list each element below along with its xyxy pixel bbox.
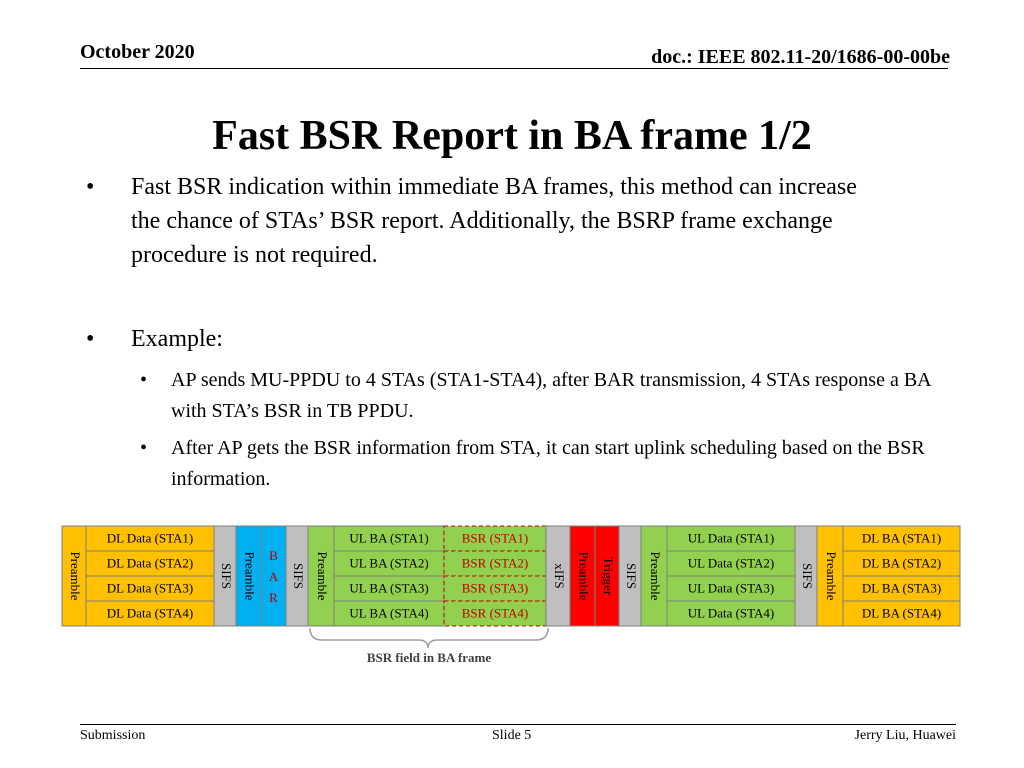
ul-ba-cell-label: UL BA (STA3) xyxy=(349,580,428,595)
dl-ba-cell xyxy=(842,600,961,627)
trigger-block-label: Trigger xyxy=(601,557,616,596)
bsr-cell-label: BSR (STA4) xyxy=(462,605,529,620)
dl-data-cell-label: DL Data (STA4) xyxy=(107,605,194,620)
dl-ba-cell-label: DL BA (STA2) xyxy=(862,555,941,570)
dl-data-cell-label: DL Data (STA1) xyxy=(107,530,194,545)
sifs-gap-label: SIFS xyxy=(291,563,306,589)
ul-ba-cell xyxy=(333,550,445,577)
trigger-block xyxy=(594,525,620,627)
bullet-marker: • xyxy=(86,326,95,352)
dl-data-cell xyxy=(85,575,215,602)
bullet-item: • Example: xyxy=(86,322,886,356)
ul-data-cell-label: UL Data (STA3) xyxy=(688,580,775,595)
bsr-cell xyxy=(443,575,547,602)
dl-ba-cell-label: DL BA (STA1) xyxy=(862,530,941,545)
dl-ba-cell xyxy=(842,525,961,552)
dl-data-cell xyxy=(85,525,215,552)
bar-block-label: A xyxy=(269,569,279,584)
dl-ba-cell-label: DL BA (STA3) xyxy=(862,580,941,595)
preamble-block xyxy=(569,525,596,627)
slide-title: Fast BSR Report in BA frame 1/2 xyxy=(212,113,812,159)
dl-ba-cell xyxy=(842,550,961,577)
ul-ba-cell-label: UL BA (STA2) xyxy=(349,555,428,570)
header-date: October 2020 xyxy=(80,41,195,63)
footer-author: Jerry Liu, Huawei xyxy=(854,728,956,743)
preamble-block xyxy=(235,525,262,627)
preamble-block-label: Preamble xyxy=(243,551,258,600)
footer-slide-number: Slide 5 xyxy=(492,728,532,743)
sub-bullet-item: • After AP gets the BSR information from… xyxy=(140,433,940,495)
bsr-cell xyxy=(443,550,547,577)
preamble-block-label: Preamble xyxy=(648,551,663,600)
footer-submission: Submission xyxy=(80,728,146,743)
bsr-cell-label: BSR (STA2) xyxy=(462,555,529,570)
sub-bullet-item: • AP sends MU-PPDU to 4 STAs (STA1-STA4)… xyxy=(140,365,940,427)
sifs-gap-label: SIFS xyxy=(800,563,815,589)
xifs-gap xyxy=(545,525,571,627)
bar-block xyxy=(260,525,287,627)
sub-bullet-marker: • xyxy=(140,437,148,459)
ba-frame-brace xyxy=(309,627,549,649)
ul-data-cell-label: UL Data (STA2) xyxy=(688,555,775,570)
bsr-cell-label: BSR (STA3) xyxy=(462,580,529,595)
ul-data-cell xyxy=(666,575,796,602)
dl-ba-cell-label: DL BA (STA4) xyxy=(862,605,941,620)
preamble-block-label: Preamble xyxy=(68,551,83,600)
header-doc-id: doc.: IEEE 802.11-20/1686-00-00be xyxy=(651,46,950,68)
bar-block-label: R xyxy=(269,590,278,605)
sub-bullet-text: After AP gets the BSR information from S… xyxy=(171,437,925,490)
preamble-block xyxy=(307,525,335,627)
ul-data-cell xyxy=(666,550,796,577)
header-rule xyxy=(80,68,948,69)
ul-ba-cell-label: UL BA (STA4) xyxy=(349,605,428,620)
bsr-cell xyxy=(443,600,547,627)
sifs-gap-label: SIFS xyxy=(624,563,639,589)
dl-data-cell-label: DL Data (STA3) xyxy=(107,580,194,595)
ul-ba-cell xyxy=(333,600,445,627)
sifs-gap-label: SIFS xyxy=(219,563,234,589)
sub-bullet-marker: • xyxy=(140,369,148,391)
xifs-gap-label: xIFS xyxy=(552,563,567,588)
brace-caption: BSR field in BA frame xyxy=(367,650,491,665)
preamble-block-label: Preamble xyxy=(315,551,330,600)
ul-data-cell-label: UL Data (STA4) xyxy=(688,605,775,620)
bullet-item: • Fast BSR indication within immediate B… xyxy=(86,170,886,272)
preamble-block-label: Preamble xyxy=(577,551,592,600)
preamble-block xyxy=(640,525,668,627)
ul-data-cell xyxy=(666,525,796,552)
ul-data-cell-label: UL Data (STA1) xyxy=(688,530,775,545)
bsr-cell-label: BSR (STA1) xyxy=(462,530,529,545)
dl-data-cell-label: DL Data (STA2) xyxy=(107,555,194,570)
footer-rule xyxy=(80,724,956,725)
bullet-text: Fast BSR indication within immediate BA … xyxy=(131,174,857,268)
bullet-text: Example: xyxy=(131,326,223,352)
ul-ba-cell xyxy=(333,575,445,602)
sub-bullet-text: AP sends MU-PPDU to 4 STAs (STA1-STA4), … xyxy=(171,369,931,422)
ul-data-cell xyxy=(666,600,796,627)
ul-ba-cell xyxy=(333,525,445,552)
bar-block-label: B xyxy=(269,548,278,563)
preamble-block-label: Preamble xyxy=(824,551,839,600)
bullet-marker: • xyxy=(86,174,95,200)
ul-ba-cell-label: UL BA (STA1) xyxy=(349,530,428,545)
